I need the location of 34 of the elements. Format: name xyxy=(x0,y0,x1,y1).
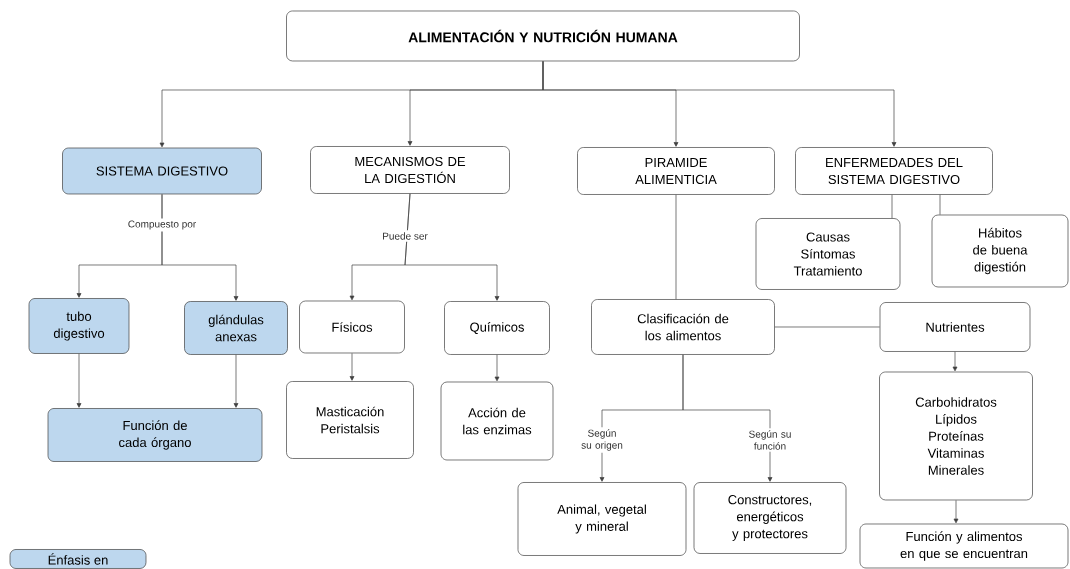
connector-arrow xyxy=(542,61,897,147)
concept-box: Químicos xyxy=(444,301,550,355)
edge-label: Compuesto por xyxy=(125,218,199,232)
concept-box: Hábitos de buena digestión xyxy=(931,214,1069,288)
concept-box: Físicos xyxy=(299,300,405,354)
concept-box: Nutrientes xyxy=(879,302,1031,352)
concept-box: SISTEMA DIGESTIVO xyxy=(62,147,262,195)
concept-box: glándulas anexas xyxy=(184,301,288,355)
concept-box: MECANISMOS DE LA DIGESTIÓN xyxy=(310,146,510,194)
title-box: ALIMENTACIÓN Y NUTRICIÓN HUMANA xyxy=(286,10,800,62)
concept-box: PIRAMIDE ALIMENTICIA xyxy=(577,147,775,195)
concept-box: ENFERMEDADES DEL SISTEMA DIGESTIVO xyxy=(795,147,993,195)
connector-arrow xyxy=(494,354,500,382)
concept-box: Carbohidratos Lípidos Proteínas Vitaminas Minerales xyxy=(879,371,1033,501)
concept-box: Constructores, energéticos y protectores xyxy=(693,482,847,554)
edge-label: Según su función xyxy=(738,428,802,452)
connector-arrow xyxy=(349,353,355,381)
connector-arrow xyxy=(161,194,239,301)
concept-box: Función y alimentos en que se encuentran xyxy=(859,523,1069,569)
concept-box: Función de cada órgano xyxy=(47,408,263,462)
connector-arrow xyxy=(952,351,958,372)
connector-arrow xyxy=(404,193,500,301)
concept-box: Masticación Peristalsis xyxy=(286,381,414,459)
concept-box: Causas Síntomas Tratamiento xyxy=(755,218,901,290)
connector-arrow xyxy=(682,354,773,482)
connector-arrow xyxy=(233,354,239,408)
concept-box: tubo digestivo xyxy=(28,298,130,354)
edge-label: Puede ser xyxy=(380,230,430,242)
concept-box: Clasificación de los alimentos xyxy=(591,299,775,355)
connector-arrow xyxy=(953,500,959,524)
connector-arrow xyxy=(76,353,82,408)
concept-box: Acción de las enzimas xyxy=(440,381,554,461)
edge-label: Según su origen xyxy=(570,427,634,453)
concept-box: Animal, vegetal y mineral xyxy=(517,482,687,556)
